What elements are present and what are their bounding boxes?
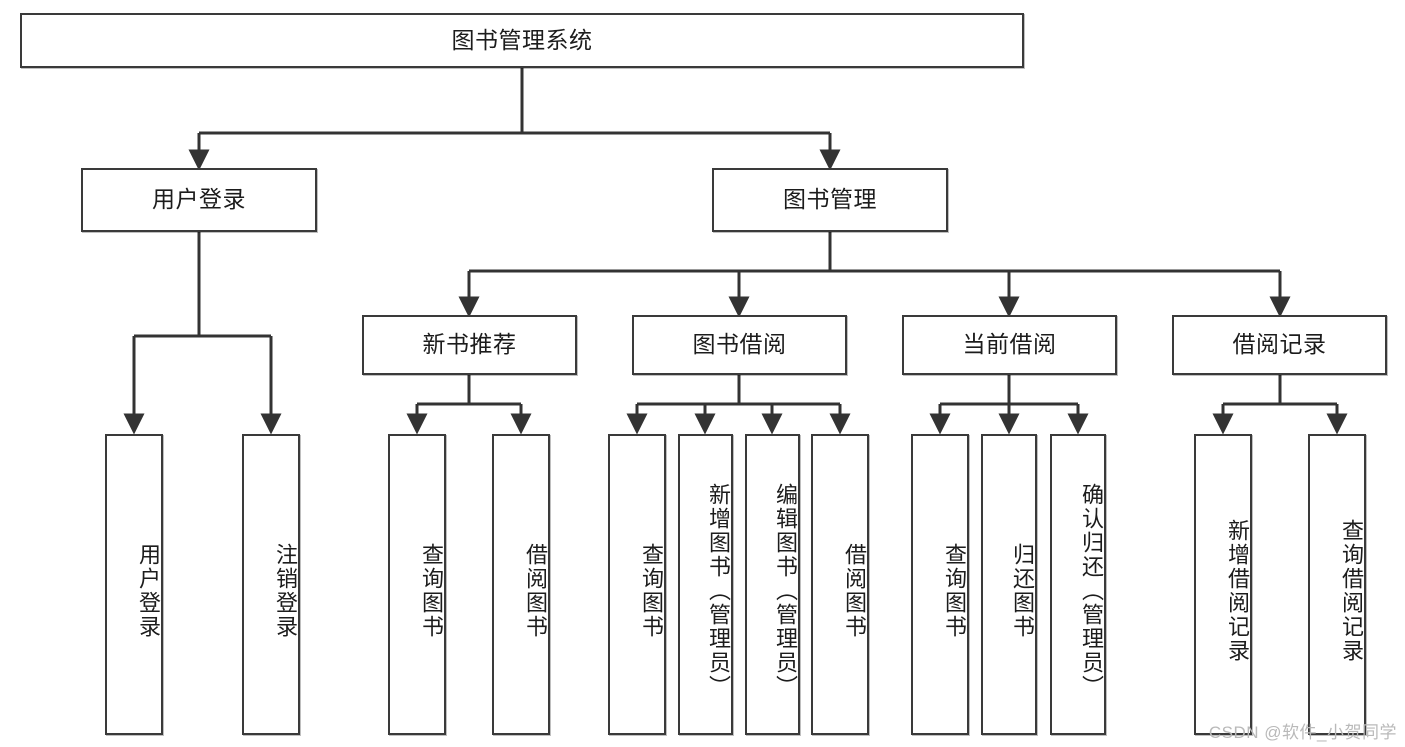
node-current-borrow[interactable]: 当前借阅 [902, 315, 1117, 375]
node-leaf-logout[interactable]: 注销登录 [242, 434, 300, 735]
node-label: 借阅记录 [1232, 331, 1327, 358]
node-label: 归还图书 [1010, 542, 1035, 639]
node-label: 当前借阅 [962, 331, 1057, 358]
node-leaf-user-login[interactable]: 用户登录 [105, 434, 163, 735]
node-user-login[interactable]: 用户登录 [81, 168, 317, 232]
node-label: 查询图书 [942, 542, 967, 639]
node-label: 查询图书 [419, 542, 444, 639]
node-label: 借阅图书 [523, 542, 548, 639]
watermark-credit: CSDN @软件_小贺同学 [1208, 723, 1397, 742]
node-label: 查询图书 [639, 542, 664, 639]
node-label: 查询借阅记录 [1339, 518, 1364, 663]
node-label: 用户登录 [136, 542, 161, 639]
node-leaf-query-book-borrow[interactable]: 查询图书 [608, 434, 666, 735]
node-new-book-recommend[interactable]: 新书推荐 [362, 315, 577, 375]
node-label: 图书管理 [783, 186, 877, 213]
node-leaf-confirm-return-admin[interactable]: 确认归还（管理员） [1050, 434, 1106, 735]
node-root-book-management-system[interactable]: 图书管理系统 [20, 13, 1024, 68]
node-leaf-edit-book-admin[interactable]: 编辑图书（管理员） [745, 434, 800, 735]
node-leaf-add-borrow-record[interactable]: 新增借阅记录 [1194, 434, 1252, 735]
node-label: 确认归还（管理员） [1079, 482, 1104, 699]
node-book-borrow[interactable]: 图书借阅 [632, 315, 847, 375]
node-label: 用户登录 [152, 186, 246, 213]
node-label: 编辑图书（管理员） [773, 482, 798, 699]
node-label: 借阅图书 [842, 542, 867, 639]
node-leaf-query-book-current[interactable]: 查询图书 [911, 434, 969, 735]
node-label: 图书借阅 [692, 331, 787, 358]
node-leaf-query-book-recommend[interactable]: 查询图书 [388, 434, 446, 735]
node-label: 新书推荐 [422, 331, 517, 358]
node-label: 注销登录 [273, 542, 298, 639]
node-leaf-query-borrow-record[interactable]: 查询借阅记录 [1308, 434, 1366, 735]
node-label: 新增图书（管理员） [706, 482, 731, 699]
node-leaf-return-book[interactable]: 归还图书 [981, 434, 1037, 735]
node-leaf-borrow-book[interactable]: 借阅图书 [811, 434, 869, 735]
node-leaf-add-book-admin[interactable]: 新增图书（管理员） [678, 434, 733, 735]
node-borrow-record[interactable]: 借阅记录 [1172, 315, 1387, 375]
node-label: 图书管理系统 [451, 26, 593, 53]
node-leaf-borrow-book-recommend[interactable]: 借阅图书 [492, 434, 550, 735]
node-label: 新增借阅记录 [1225, 518, 1250, 663]
node-book-management[interactable]: 图书管理 [712, 168, 948, 232]
